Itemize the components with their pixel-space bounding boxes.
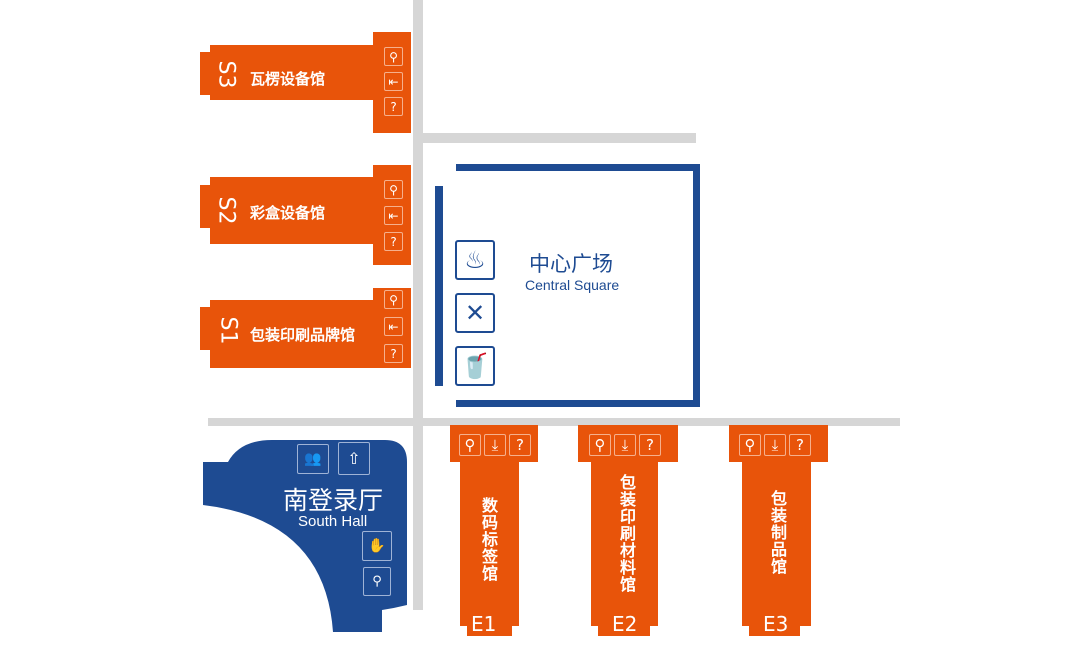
restroom-icon: ⚲ — [384, 180, 403, 199]
ticket-icon: ✋ — [362, 531, 392, 561]
hall-foot — [749, 624, 800, 636]
hall-body — [460, 460, 519, 626]
square-border-bottom — [456, 400, 700, 407]
entrance-icon: ⇤ — [384, 206, 403, 225]
hall-name: 彩盒设备馆 — [250, 204, 326, 222]
square-border-left — [435, 186, 443, 386]
hall-icon-column — [373, 32, 411, 133]
drinks-icon: 🥤 — [455, 346, 495, 386]
entrance-icon: ⇤ — [384, 317, 403, 336]
restaurant-icon: ✕ — [455, 293, 495, 333]
road-vertical — [413, 0, 423, 610]
hall-notch — [200, 307, 212, 350]
hall-code: E2 — [612, 612, 638, 636]
hall-body — [210, 45, 380, 100]
hall-body — [742, 460, 811, 626]
info-icon: ? — [384, 232, 403, 251]
download-icon: ⤓ — [484, 434, 506, 456]
hall-notch — [200, 52, 212, 95]
south-hall-name-en: South Hall — [298, 513, 368, 530]
hall-icon-column — [373, 288, 411, 368]
info-icon: ? — [639, 434, 661, 456]
hall-name: 包装制品馆 — [768, 490, 787, 575]
square-border-top — [456, 164, 700, 171]
info-icon: ? — [509, 434, 531, 456]
hall-foot — [467, 624, 512, 636]
info-icon: ? — [384, 344, 403, 363]
hall-name: 瓦楞设备馆 — [250, 70, 326, 88]
hall-code: E3 — [763, 612, 789, 636]
restroom-icon: ⚲ — [384, 290, 403, 309]
south-hall-name-cn: 南登录厅 — [283, 486, 384, 515]
info-icon: ? — [384, 97, 403, 116]
info-icon: ? — [789, 434, 811, 456]
restroom-icon: ⚲ — [384, 47, 403, 66]
square-name-en: Central Square — [525, 277, 620, 293]
hall-icon-column — [373, 165, 411, 265]
reception-icon: ⚲ — [363, 567, 391, 596]
square-name-cn: 中心广场 — [529, 252, 613, 276]
exit-icon: ⇧ — [338, 442, 370, 475]
hall-notch — [200, 185, 212, 228]
meeting-icon: 👥 — [297, 444, 329, 474]
hall-body — [210, 177, 380, 244]
square-border-right — [693, 164, 700, 407]
hall-code: E1 — [471, 612, 497, 636]
hall-body — [591, 460, 658, 626]
hall-body — [210, 300, 380, 368]
restroom-icon: ⚲ — [739, 434, 761, 456]
restroom-icon: ⚲ — [589, 434, 611, 456]
hot-food-icon: ♨ — [455, 240, 495, 280]
road-top — [423, 133, 696, 143]
road-bottom — [208, 418, 900, 426]
entrance-icon: ⇤ — [384, 72, 403, 91]
download-icon: ⤓ — [764, 434, 786, 456]
hall-name: 数码标签馆 — [479, 497, 498, 582]
hall-foot — [598, 624, 650, 636]
download-icon: ⤓ — [614, 434, 636, 456]
hall-name: 包装印刷品牌馆 — [250, 326, 356, 344]
hall-name: 包装印刷材料馆 — [617, 474, 636, 593]
restroom-icon: ⚲ — [459, 434, 481, 456]
